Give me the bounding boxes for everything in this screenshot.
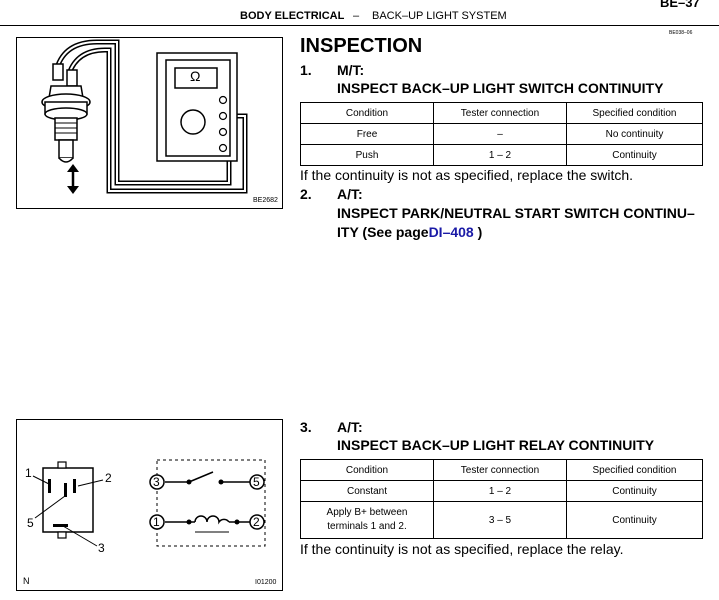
terminal-label-3: 3: [153, 475, 160, 489]
relay-continuity-table: Condition Tester connection Specified co…: [300, 459, 703, 539]
figure-code-top: BE2682: [253, 197, 278, 204]
table-cell: Continuity: [566, 501, 703, 539]
system-title: BACK–UP LIGHT SYSTEM: [372, 10, 507, 22]
step1-variant: M/T:: [337, 62, 365, 78]
header-rule: [0, 25, 719, 26]
step2-number: 2.: [300, 186, 312, 202]
switch-tester-figure: Ω BE2682: [16, 37, 283, 209]
inspection-heading: INSPECTION: [300, 35, 423, 57]
table-header: Specified condition: [566, 459, 703, 481]
header-dash: –: [353, 10, 360, 22]
switch-tester-illustration: [41, 39, 248, 194]
step1-number: 1.: [300, 62, 312, 78]
step1-title: INSPECT BACK–UP LIGHT SWITCH CONTINUITY: [337, 80, 664, 96]
step3-title: INSPECT BACK–UP LIGHT RELAY CONTINUITY: [337, 437, 655, 453]
step2-title-suffix: ): [473, 224, 483, 240]
section-title: BODY ELECTRICAL: [240, 10, 345, 22]
terminal-label-5: 5: [253, 475, 260, 489]
relay-figure: 1 2 5 3 3 5 1 2 N I01200: [16, 419, 283, 591]
table-cell: –: [433, 123, 567, 145]
pin-label-5: 5: [27, 516, 34, 530]
step2-variant: A/T:: [337, 186, 363, 202]
table-cell: 1 – 2: [433, 144, 567, 166]
page-reference-link[interactable]: DI–408: [428, 224, 474, 240]
table-cell: Apply B+ between terminals 1 and 2.: [300, 501, 434, 539]
table-cell: Free: [300, 123, 434, 145]
table-header: Condition: [300, 459, 434, 481]
relay-illustration: [32, 459, 266, 547]
table-header: Tester connection: [433, 102, 567, 124]
meter-symbol: Ω: [190, 68, 201, 84]
document-code: BE038–06: [669, 30, 693, 36]
table-cell: Continuity: [566, 144, 703, 166]
table-cell: Constant: [300, 480, 434, 502]
table-header: Condition: [300, 102, 434, 124]
page-number: BE–37: [660, 0, 700, 10]
table-cell: No continuity: [566, 123, 703, 145]
step2-title-prefix: ITY (See page: [337, 224, 429, 240]
pin-label-3: 3: [98, 541, 105, 555]
step3-note: If the continuity is not as specified, r…: [300, 541, 624, 557]
table-cell: Push: [300, 144, 434, 166]
table-header: Tester connection: [433, 459, 567, 481]
step2-title-line1: INSPECT PARK/NEUTRAL START SWITCH CONTIN…: [337, 205, 695, 221]
pin-label-1: 1: [25, 466, 32, 480]
table-cell: Continuity: [566, 480, 703, 502]
step1-note: If the continuity is not as specified, r…: [300, 167, 634, 183]
table-cell: 3 – 5: [433, 501, 567, 539]
switch-continuity-table: Condition Tester connection Specified co…: [300, 102, 703, 166]
pin-label-2: 2: [105, 471, 112, 485]
figure-code-bottom: I01200: [255, 579, 277, 586]
table-header: Specified condition: [566, 102, 703, 124]
step3-variant: A/T:: [337, 419, 363, 435]
step2-title-line2: ITY (See pageDI–408 ): [337, 224, 482, 240]
terminal-label-1: 1: [153, 515, 160, 529]
figure-corner-label: N: [23, 576, 30, 586]
table-cell: 1 – 2: [433, 480, 567, 502]
terminal-label-2: 2: [253, 515, 260, 529]
step3-number: 3.: [300, 419, 312, 435]
